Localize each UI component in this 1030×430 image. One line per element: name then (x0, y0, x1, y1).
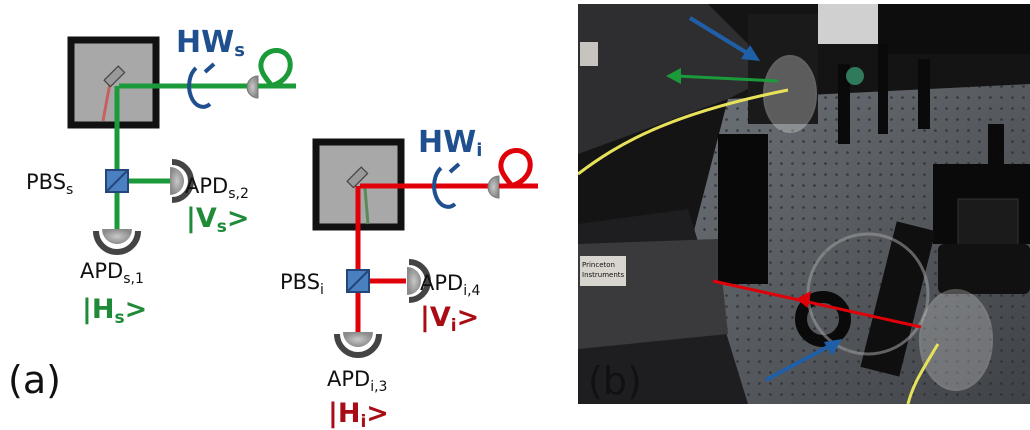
signal-ket-v: |V (186, 203, 217, 234)
idler-coupler-icon (487, 175, 500, 199)
lab-photo-panel: Princeton Instruments (b) (578, 4, 1030, 404)
signal-beam-arrow (666, 68, 779, 84)
idler-ket-h-close: > (366, 398, 389, 429)
schematic-panel: HWs PBSs APDs,2 |Vs> APDs,1 |Hs> (8, 25, 538, 430)
post-4 (988, 124, 1004, 164)
idler-hw-label: HW (418, 125, 476, 160)
round-mount-lower (795, 291, 851, 347)
idler-pbs-label: PBS (280, 270, 320, 294)
signal-apd1-sub: s,1 (123, 271, 144, 287)
idler-ket-v-sub: i (451, 316, 457, 336)
signal-crystal-box (67, 36, 160, 129)
signal-pump-beam (101, 82, 112, 122)
signal-hw-sub: s (234, 40, 245, 61)
waveplate-pointer-arrow-bottom (765, 339, 842, 382)
brand-label-top (580, 42, 598, 66)
svg-text:|Hi>: |Hi> (328, 398, 389, 430)
svg-text:|Vi>: |Vi> (420, 302, 479, 336)
idler-beam-arrow (712, 279, 922, 329)
idler-ket-v: |V (420, 302, 451, 333)
post-1 (838, 64, 850, 144)
signal-pbs-sub: s (66, 182, 73, 198)
signal-arm: HWs PBSs APDs,2 |Vs> APDs,1 |Hs> (26, 25, 296, 328)
panel-b-tag: (b) (588, 359, 642, 403)
enclosure-box-left (578, 239, 728, 349)
idler-apd3-sub: i,3 (370, 379, 387, 395)
svg-text:HWi: HWi (418, 125, 482, 161)
signal-apd2-icon (170, 159, 194, 203)
signal-ket-h-sub: s (114, 308, 124, 328)
coupler-highlight-bottom (919, 289, 993, 391)
signal-crystal (103, 65, 126, 88)
signal-hw-label: HW (176, 25, 234, 60)
idler-pbs-sub: i (320, 282, 324, 298)
idler-ket-h-sub: i (360, 412, 366, 430)
block-left (718, 134, 768, 284)
idler-ket-v-close: > (457, 302, 480, 333)
svg-text:HWs: HWs (176, 25, 245, 61)
cylinder-device (938, 244, 1030, 294)
post-3 (918, 59, 930, 129)
signal-coupler-icon (246, 75, 259, 99)
brand-label (580, 256, 626, 286)
idler-apd4-icon (407, 259, 431, 303)
signal-apd1-icon (93, 229, 141, 255)
signal-ket-v-close: > (227, 203, 250, 234)
mount-top-right (878, 4, 1030, 54)
signal-fiber-icon (258, 48, 296, 89)
svg-text:|Vs>: |Vs> (186, 203, 250, 237)
signal-pbs-label: PBS (26, 170, 66, 194)
idler-arm: HWi PBSi APDi,4 |Vi> APDi,3 |Hi> (280, 125, 538, 430)
idler-pbs (346, 269, 370, 293)
svg-text:APDs,1: APDs,1 (80, 259, 144, 287)
idler-hw-sub: i (476, 140, 482, 161)
brand-label-line2: Instruments (582, 271, 625, 279)
signal-pbs (105, 169, 129, 193)
idler-apd4-label: APD (420, 271, 463, 295)
svg-text:APDs,2: APDs,2 (185, 174, 249, 202)
yellow-fiber-bottom (906, 343, 940, 404)
signal-apd1-label: APD (80, 259, 123, 283)
idler-pump-beam (363, 187, 370, 225)
svg-text:APDi,3: APDi,3 (327, 367, 387, 395)
signal-ket-h-close: > (125, 294, 148, 325)
green-element (846, 67, 864, 85)
waveplate-pointer-arrow-top (688, 16, 760, 61)
idler-apd3-label: APD (327, 367, 370, 391)
idler-ket-h: |H (328, 398, 360, 429)
brand-label-line1: Princeton (582, 261, 615, 269)
signal-ket-h: |H (82, 294, 114, 325)
mount-plate-top (748, 14, 818, 124)
post-2 (878, 44, 888, 134)
idler-apd3-icon (334, 332, 382, 358)
signal-ket-v-sub: s (217, 217, 227, 237)
panel-a-tag: (a) (8, 358, 61, 402)
signal-waveplate-icon (187, 62, 216, 109)
idler-apd4-sub: i,4 (463, 283, 480, 299)
idler-crystal (346, 166, 369, 189)
white-element (818, 4, 878, 44)
signal-apd2-sub: s,2 (228, 186, 249, 202)
svg-text:APDi,4: APDi,4 (420, 271, 481, 299)
svg-text:PBSs: PBSs (26, 170, 73, 198)
idler-fiber-icon (498, 148, 538, 189)
idler-waveplate-icon (432, 162, 461, 209)
yellow-fiber-top (578, 88, 789, 176)
signal-apd2-label: APD (185, 174, 228, 198)
svg-text:PBSi: PBSi (280, 270, 324, 298)
svg-text:|Hs>: |Hs> (82, 294, 147, 328)
